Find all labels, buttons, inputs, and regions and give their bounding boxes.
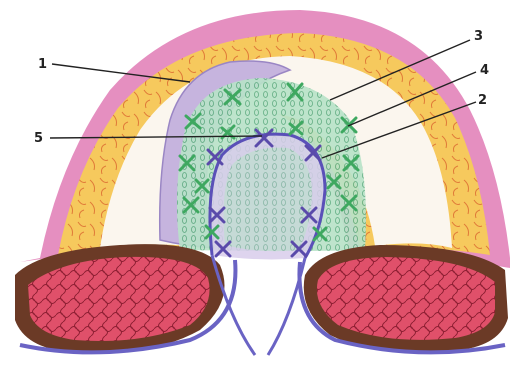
label-1: 1 bbox=[38, 57, 47, 72]
label-4: 4 bbox=[480, 63, 489, 78]
label-3: 3 bbox=[474, 29, 483, 44]
label-5: 5 bbox=[34, 131, 43, 146]
inner-cells bbox=[224, 148, 312, 252]
label-2: 2 bbox=[478, 93, 487, 108]
center-groove bbox=[212, 255, 305, 355]
